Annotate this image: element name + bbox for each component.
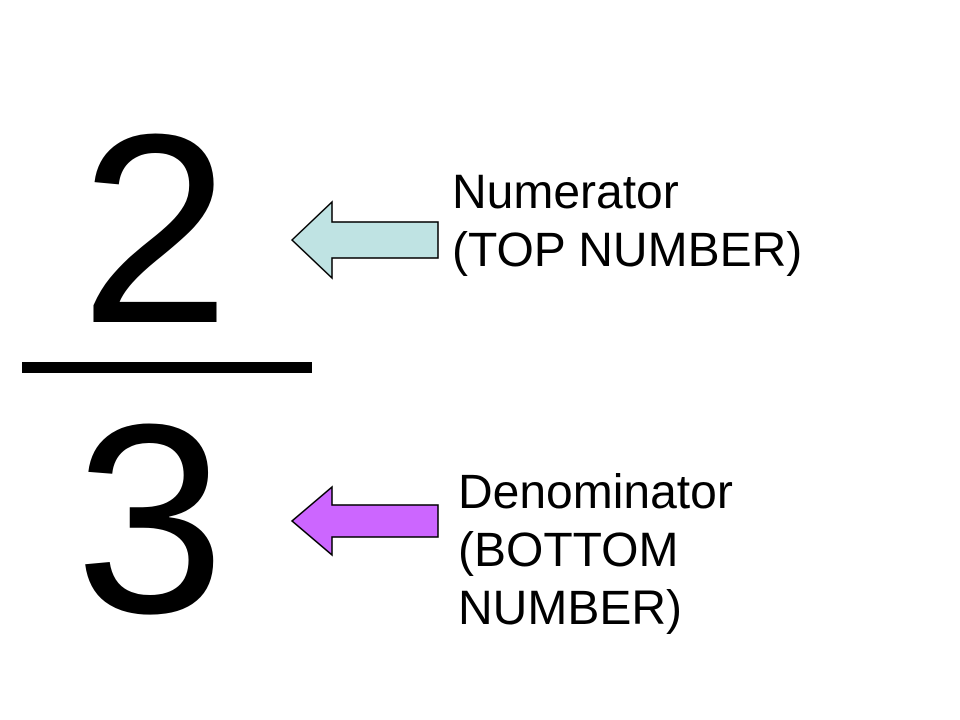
denominator-digit: 3 (74, 369, 226, 670)
numerator-label: Numerator (TOP NUMBER) (452, 164, 802, 280)
denominator-arrow-icon (290, 485, 439, 557)
fraction-bar (22, 362, 312, 373)
numerator-digit: 2 (79, 79, 231, 380)
denominator-label: Denominator (BOTTOM NUMBER) (458, 464, 733, 638)
denominator-arrow-shape (290, 485, 439, 557)
numerator-arrow-icon (290, 200, 439, 280)
denominator-label-line1: Denominator (458, 466, 733, 519)
denominator-label-line3: NUMBER) (458, 582, 682, 635)
numerator-arrow-shape (290, 200, 439, 280)
numerator-label-line2: (TOP NUMBER) (452, 224, 803, 277)
numerator-label-line1: Numerator (452, 166, 679, 219)
denominator-label-line2: (BOTTOM (458, 524, 679, 577)
